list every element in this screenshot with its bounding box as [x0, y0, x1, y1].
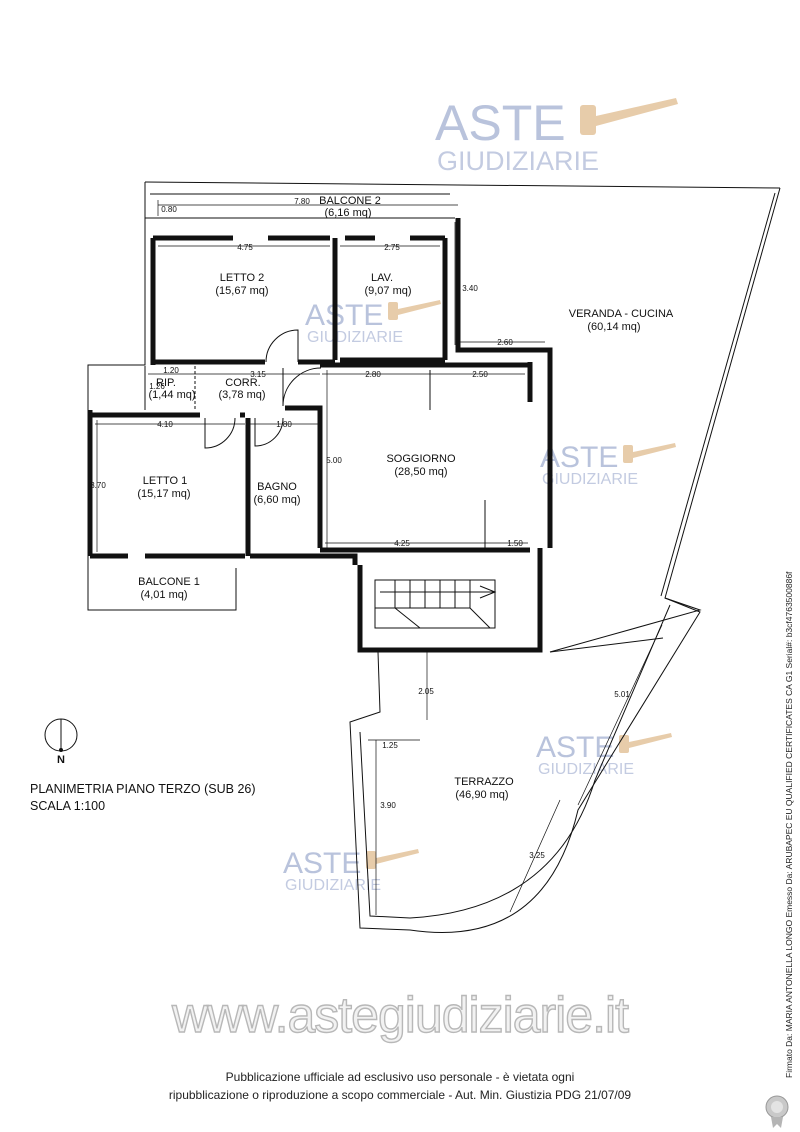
rip-area: (1,44 mq)	[148, 389, 195, 401]
soggiorno-name: SOGGIORNO	[386, 453, 456, 465]
letto1-name: LETTO 1	[143, 475, 187, 487]
caption-scale: SCALA 1:100	[30, 799, 106, 813]
watermark-aste: ASTE	[435, 95, 566, 151]
gavel-icon	[366, 849, 419, 869]
dim-126: 1.26	[149, 382, 165, 391]
staircase	[374, 579, 497, 629]
watermark-giudiziarie: GIUDIZIARIE	[285, 877, 381, 894]
watermark-soggiorno: ASTE GIUDIZIARIE	[540, 441, 676, 488]
soggiorno-area: (28,50 mq)	[394, 466, 447, 478]
watermark-aste: ASTE	[540, 441, 618, 474]
bagno-area: (6,60 mq)	[253, 494, 300, 506]
dim-180: 1.80	[276, 420, 292, 429]
watermark-top: ASTE GIUDIZIARIE	[435, 95, 678, 176]
watermark-giudiziarie: GIUDIZIARIE	[437, 146, 599, 176]
north-arrow-icon: N	[44, 718, 78, 766]
balcone1-area: (4,01 mq)	[140, 589, 187, 601]
watermark-bottom: ASTE GIUDIZIARIE	[283, 847, 419, 894]
dim-500: 5.00	[326, 456, 342, 465]
watermark-aste: ASTE	[305, 299, 383, 332]
veranda-name: VERANDA - CUCINA	[569, 308, 674, 320]
dim-280: 2.80	[365, 370, 381, 379]
seal-icon	[765, 1095, 789, 1128]
gavel-icon	[388, 300, 441, 320]
dim-325: 3.25	[529, 851, 545, 860]
dim-315: 3.15	[250, 370, 266, 379]
watermark-giudiziarie: GIUDIZIARIE	[542, 471, 638, 488]
dim-125: 1.25	[382, 741, 398, 750]
dim-475: 4.75	[237, 243, 253, 252]
gavel-icon	[623, 443, 676, 463]
dim-425: 4.25	[394, 539, 410, 548]
plan-caption: PLANIMETRIA PIANO TERZO (SUB 26) SCALA 1…	[30, 781, 256, 815]
dim-260: 2.60	[497, 338, 513, 347]
walls	[87, 181, 781, 933]
terrazzo-name: TERRAZZO	[454, 776, 514, 788]
rip-name: RIP.	[156, 377, 176, 389]
letto1-area: (15,17 mq)	[137, 488, 190, 500]
dim-080: 0.80	[161, 205, 177, 214]
dim-390: 3.90	[380, 801, 396, 810]
dim-410: 4.10	[157, 420, 173, 429]
dim-120: 1.20	[163, 366, 179, 375]
dim-275: 2.75	[384, 243, 400, 252]
footer-line1: Pubblicazione ufficiale ad esclusivo uso…	[225, 1070, 575, 1084]
terrazzo-area: (46,90 mq)	[455, 789, 508, 801]
north-label: N	[57, 754, 65, 766]
corr-area: (3,78 mq)	[218, 389, 265, 401]
balcone2-area: (6,16 mq)	[324, 207, 371, 219]
watermark-aste: ASTE	[536, 731, 614, 764]
watermark-letto2: ASTE GIUDIZIARIE	[305, 299, 441, 346]
letto2-name: LETTO 2	[220, 272, 264, 284]
watermark-terrazzo: ASTE GIUDIZIARIE	[536, 731, 672, 778]
dim-150: 1.50	[507, 539, 523, 548]
dim-205: 2.05	[418, 687, 434, 696]
gavel-icon	[619, 733, 672, 753]
caption-title: PLANIMETRIA PIANO TERZO (SUB 26)	[30, 782, 256, 796]
watermark-giudiziarie: GIUDIZIARIE	[307, 329, 403, 346]
dim-370: 3.70	[90, 481, 106, 490]
digital-signature: Firmato Da: MARIA ANTONELLA LONGO Emesso…	[784, 571, 794, 1078]
dim-340: 3.40	[462, 284, 478, 293]
dim-250: 2.50	[472, 370, 488, 379]
lav-name: LAV.	[371, 272, 393, 284]
lav-area: (9,07 mq)	[364, 285, 411, 297]
watermark-aste: ASTE	[283, 847, 361, 880]
watermark-giudiziarie: GIUDIZIARIE	[538, 761, 634, 778]
corr-name: CORR.	[225, 377, 260, 389]
footer-notice: Pubblicazione ufficiale ad esclusivo uso…	[120, 1068, 680, 1104]
gavel-icon	[580, 98, 678, 135]
dim-780: 7.80	[294, 197, 310, 206]
footer-line2: ripubblicazione o riproduzione a scopo c…	[168, 1088, 632, 1102]
balcone1-name: BALCONE 1	[138, 576, 200, 588]
letto2-area: (15,67 mq)	[215, 285, 268, 297]
dim-501: 5.01	[614, 690, 630, 699]
website-watermark: www.astegiudiziarie.it	[171, 986, 629, 1043]
dimension-labels: 0.80 7.80 4.75 2.75 3.40 2.60 1.20 1.26 …	[90, 197, 630, 860]
dimension-lines	[95, 200, 663, 915]
room-labels: BALCONE 2 (6,16 mq) LETTO 2 (15,67 mq) L…	[137, 195, 674, 801]
bagno-name: BAGNO	[257, 481, 297, 493]
balcone2-name: BALCONE 2	[319, 195, 381, 207]
veranda-area: (60,14 mq)	[587, 321, 640, 333]
